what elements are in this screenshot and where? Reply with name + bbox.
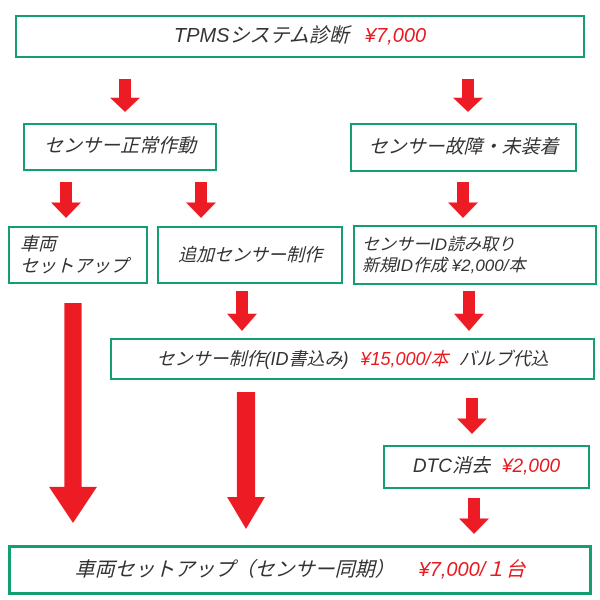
add-sensor-label: 追加センサー制作 [178, 244, 322, 265]
sensor-make-label: センサー制作(ID書込み) [156, 348, 349, 369]
final-setup-label: 車両セットアップ（センサー同期） [74, 558, 395, 581]
node-add-sensor: 追加センサー制作 [157, 226, 343, 284]
node-tpms-diagnosis: TPMSシステム診断 ¥7,000 [15, 15, 585, 58]
arrow-add-sensor-to-sensor-make [227, 291, 257, 331]
final-setup-price: ¥7,000/１台 [418, 558, 526, 581]
id-read-line1: センサーID読み取り [362, 234, 515, 254]
sensor-make-suffix: バルブ代込 [458, 348, 549, 369]
id-read-line2: 新規ID作成 ¥2,000/本 [362, 256, 526, 275]
node-id-read: センサーID読み取り 新規ID作成 ¥2,000/本 [353, 225, 597, 285]
tpms-diagnosis-label: TPMSシステム診断 [173, 25, 349, 47]
node-final-setup: 車両セットアップ（センサー同期） ¥7,000/１台 [8, 545, 592, 595]
vehicle-setup-line1: 車両 [20, 233, 56, 254]
arrow-fault-to-id-read [448, 182, 478, 218]
node-sensor-normal: センサー正常作動 [23, 123, 217, 171]
arrow-sensor-make-to-final [227, 392, 265, 529]
arrow-dtc-to-final [459, 498, 489, 534]
arrow-diagnosis-to-fault [453, 79, 483, 112]
arrow-sensor-make-to-dtc [457, 398, 487, 434]
dtc-clear-label: DTC消去 [412, 456, 490, 478]
tpms-diagnosis-price: ¥7,000 [364, 25, 427, 47]
arrow-normal-to-vehicle-setup [51, 182, 81, 218]
node-sensor-fault: センサー故障・未装着 [350, 123, 577, 172]
sensor-normal-label: センサー正常作動 [43, 136, 196, 158]
arrow-id-read-to-sensor-make [454, 291, 484, 331]
node-dtc-clear: DTC消去 ¥2,000 [383, 445, 590, 489]
node-vehicle-setup: 車両 セットアップ [8, 226, 148, 284]
sensor-make-price: ¥15,000/本 [360, 348, 449, 369]
arrow-diagnosis-to-normal [110, 79, 140, 112]
vehicle-setup-line2: セットアップ [20, 256, 128, 276]
dtc-clear-price: ¥2,000 [501, 456, 561, 478]
arrow-vehicle-setup-to-final [49, 303, 97, 523]
node-sensor-make: センサー制作(ID書込み) ¥15,000/本 バルブ代込 [110, 338, 595, 380]
sensor-fault-label: センサー故障・未装着 [368, 136, 559, 158]
arrow-normal-to-add-sensor [186, 182, 216, 218]
